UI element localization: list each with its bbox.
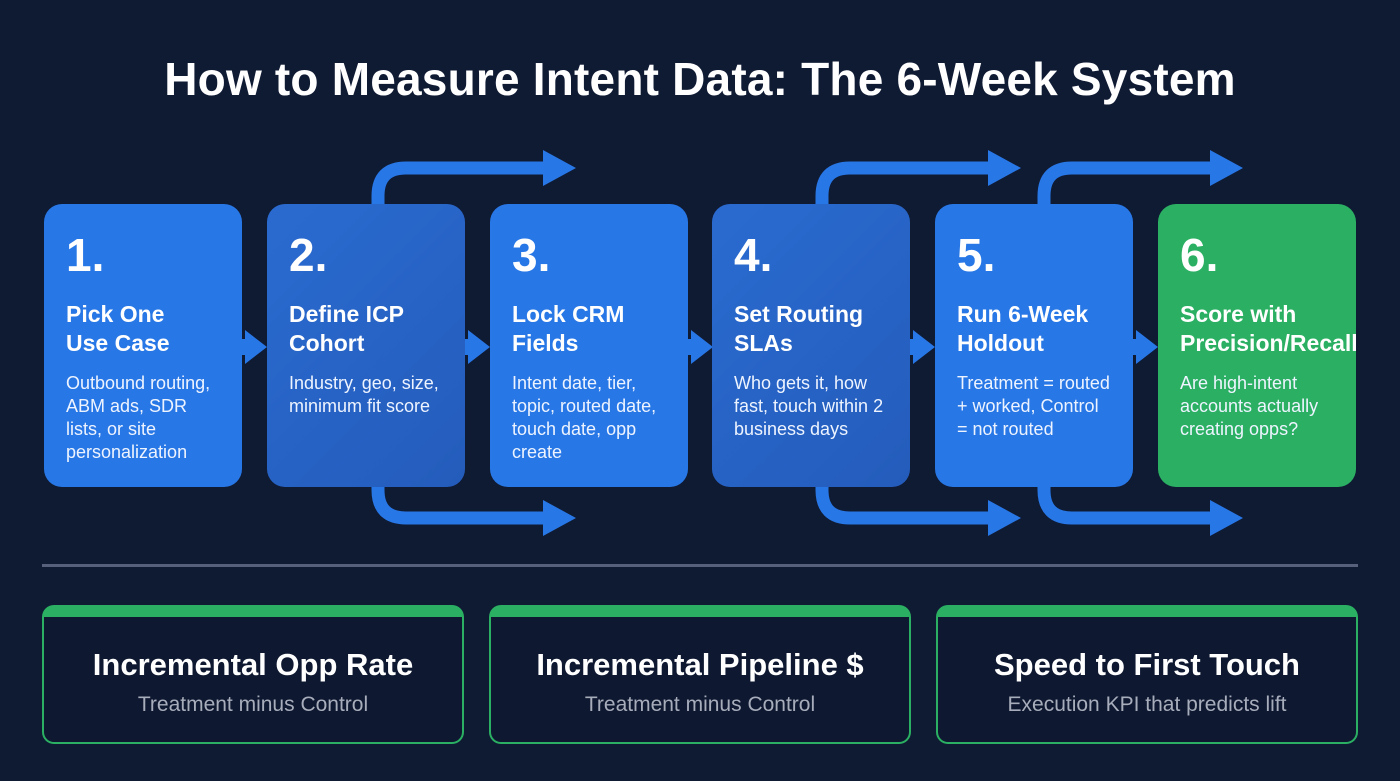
section-divider <box>42 564 1358 567</box>
step-card-1: 1. Pick One Use Case Outbound routing, A… <box>44 204 242 487</box>
step-description: Intent date, tier, topic, routed date, t… <box>512 373 657 462</box>
loop-arrow-bottom-2 <box>815 486 993 525</box>
step-title: Lock CRM Fields <box>512 300 668 358</box>
metric-subtitle: Treatment minus Control <box>137 693 369 716</box>
step-title-line: Precision/Recall <box>1180 330 1358 356</box>
metric-subtitle: Treatment minus Control <box>584 693 816 716</box>
arrowhead-icon <box>1210 500 1243 536</box>
loop-arrow-top-3 <box>1037 161 1215 205</box>
arrowhead-icon <box>543 500 576 536</box>
step-arrow-icon <box>913 330 935 364</box>
step-description: Outbound routing, ABM ads, SDR lists, or… <box>66 373 211 462</box>
step-arrow-icon <box>468 330 490 364</box>
step-description: Industry, geo, size, minimum fit score <box>289 373 439 416</box>
step-description: Who gets it, how fast, touch within 2 bu… <box>734 373 884 439</box>
step-number: 1. <box>66 229 105 281</box>
page-title: How to Measure Intent Data: The 6-Week S… <box>164 53 1236 105</box>
arrowhead-icon <box>543 150 576 186</box>
step-arrow-icon <box>1136 330 1158 364</box>
step-title-line: Use Case <box>66 330 170 356</box>
step-card-5: 5. Run 6-Week Holdout Treatment = routed… <box>935 204 1133 487</box>
step-arrow-icon <box>691 330 713 364</box>
step-arrow-icon <box>245 330 267 364</box>
step-title-line: Set Routing <box>734 301 864 327</box>
step-card-2: 2. Define ICP Cohort Industry, geo, size… <box>267 204 465 487</box>
step-number: 3. <box>512 229 551 281</box>
step-number: 2. <box>289 229 328 281</box>
metric-card-incremental-pipeline: Incremental Pipeline $ Treatment minus C… <box>489 605 911 744</box>
step-title: Run 6-Week Holdout <box>957 300 1113 358</box>
step-title-line: Define ICP <box>289 301 405 327</box>
metric-title: Incremental Pipeline $ <box>536 647 864 682</box>
step-number: 4. <box>734 229 773 281</box>
metric-title: Speed to First Touch <box>994 647 1300 682</box>
step-card-6: 6. Score with Precision/Recall Are high-… <box>1158 204 1358 487</box>
step-title-line: SLAs <box>734 330 793 356</box>
step-title-line: Holdout <box>957 330 1044 356</box>
loop-arrow-bottom-3 <box>1037 486 1215 525</box>
step-card-4: 4. Set Routing SLAs Who gets it, how fas… <box>712 204 910 487</box>
step-title-line: Run 6-Week <box>957 301 1089 327</box>
loop-arrow-bottom-1 <box>371 486 548 525</box>
metric-card-speed-to-first-touch: Speed to First Touch Execution KPI that … <box>936 605 1358 744</box>
step-title-line: Fields <box>512 330 579 356</box>
step-title-line: Pick One <box>66 301 165 327</box>
loop-arrow-top-2 <box>815 161 993 205</box>
step-title: Pick One Use Case <box>66 300 222 358</box>
arrowhead-icon <box>1210 150 1243 186</box>
step-title-line: Lock CRM <box>512 301 625 327</box>
step-title-line: Cohort <box>289 330 365 356</box>
metric-title: Incremental Opp Rate <box>92 647 414 682</box>
metric-subtitle: Execution KPI that predicts lift <box>1007 693 1287 716</box>
metric-card-incremental-opp-rate: Incremental Opp Rate Treatment minus Con… <box>42 605 464 744</box>
step-number: 5. <box>957 229 996 281</box>
step-title: Set Routing SLAs <box>734 300 890 358</box>
step-title: Define ICP Cohort <box>289 300 445 358</box>
loop-arrow-top-1 <box>371 161 548 205</box>
step-description: Treatment = routed + worked, Control = n… <box>957 373 1110 439</box>
step-title: Score with Precision/Recall <box>1180 300 1358 358</box>
step-description: Are high-intent accounts actually creati… <box>1180 373 1319 439</box>
step-card-3: 3. Lock CRM Fields Intent date, tier, to… <box>490 204 688 487</box>
arrowhead-icon <box>988 500 1021 536</box>
arrowhead-icon <box>988 150 1021 186</box>
step-title-line: Score with <box>1180 301 1297 327</box>
step-number: 6. <box>1180 229 1219 281</box>
